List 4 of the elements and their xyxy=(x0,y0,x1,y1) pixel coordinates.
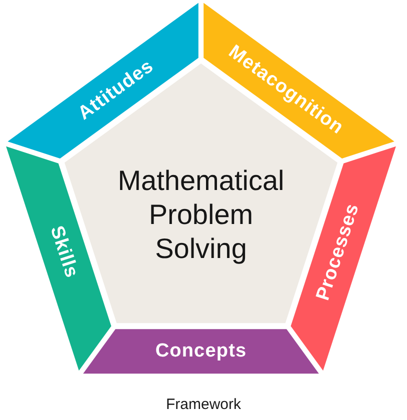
caption: Framework xyxy=(166,395,241,415)
band-label: Skills xyxy=(46,223,81,280)
center-title: Mathematical Problem Solving xyxy=(116,164,286,266)
band-label: Concepts xyxy=(155,342,247,361)
